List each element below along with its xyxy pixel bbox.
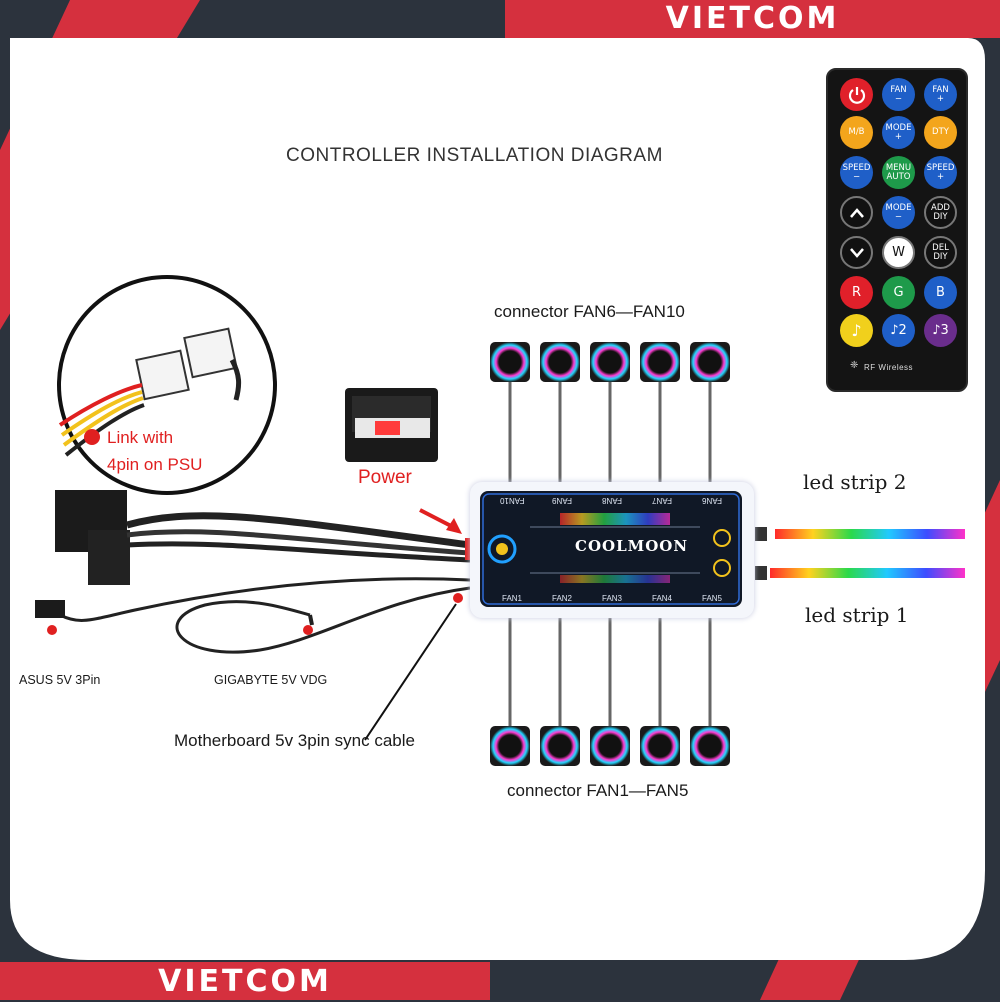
remote-music2-button[interactable]: ♪2 [882, 314, 915, 347]
led-strip-1-label: led strip 1 [805, 603, 909, 627]
ctrl-fan5-label: FAN5 [702, 594, 722, 603]
remote-red-button[interactable]: R [840, 276, 873, 309]
psu-label-line2: 4pin on PSU [107, 455, 202, 475]
ctrl-fan9-label: FAN9 [552, 496, 572, 505]
wireless-icon: ❈ [850, 360, 858, 371]
controller-brand: COOLMOON [575, 537, 688, 555]
connector-fan1-5-label: connector FAN1—FAN5 [507, 781, 688, 801]
chevron-down-icon [849, 247, 865, 259]
remote-music3-button[interactable]: ♪3 [924, 314, 957, 347]
remote-green-button[interactable]: G [882, 276, 915, 309]
ctrl-fan8-label: FAN8 [602, 496, 622, 505]
remote-speed-plus-button[interactable]: SPEED+ [924, 156, 957, 189]
remote-dty-button[interactable]: DTY [924, 116, 957, 149]
ctrl-fan3-label: FAN3 [602, 594, 622, 603]
ctrl-fan10-label: FAN10 [500, 496, 524, 505]
fan-group-bottom [490, 618, 730, 766]
remote-power-button[interactable] [840, 78, 873, 111]
remote-white-button[interactable]: W [882, 236, 915, 269]
ctrl-fan6-label: FAN6 [702, 496, 722, 505]
remote-blue-button[interactable]: B [924, 276, 957, 309]
connector-fan6-10-label: connector FAN6—FAN10 [494, 302, 685, 322]
remote-fan-minus-button[interactable]: FAN− [882, 78, 915, 111]
chevron-up-icon [849, 207, 865, 219]
remote-fan-plus-button[interactable]: FAN+ [924, 78, 957, 111]
power-icon [848, 86, 866, 104]
remote-caption: RF Wireless [864, 363, 913, 372]
motherboard-cable-label: Motherboard 5v 3pin sync cable [174, 731, 415, 751]
ctrl-fan4-label: FAN4 [652, 594, 672, 603]
fan-group-top [490, 342, 730, 482]
remote-mb-button[interactable]: M/B [840, 116, 873, 149]
ctrl-fan2-label: FAN2 [552, 594, 572, 603]
led-strip-2 [755, 527, 965, 541]
remote-speed-minus-button[interactable]: SPEED− [840, 156, 873, 189]
power-label: Power [358, 467, 412, 489]
ctrl-fan1-label: FAN1 [502, 594, 522, 603]
led-strip-2-label: led strip 2 [803, 470, 907, 494]
led-strip-1 [755, 566, 965, 580]
asus-label: ASUS 5V 3Pin [19, 673, 100, 687]
controller-panel: COOLMOON FAN10 FAN9 FAN8 FAN7 FAN6 FAN1 … [480, 491, 742, 607]
gigabyte-label: GIGABYTE 5V VDG [214, 673, 327, 687]
remote-up-button[interactable] [840, 196, 873, 229]
psu-label-line1: Link with [107, 428, 173, 448]
ctrl-fan7-label: FAN7 [652, 496, 672, 505]
remote-mode-plus-button[interactable]: MODE+ [882, 116, 915, 149]
remote-music1-button[interactable]: ♪ [840, 314, 873, 347]
remote-mode-minus-button[interactable]: MODE− [882, 196, 915, 229]
power-inset [345, 388, 438, 462]
controller-hub: COOLMOON FAN10 FAN9 FAN8 FAN7 FAN6 FAN1 … [470, 482, 754, 618]
remote-down-button[interactable] [840, 236, 873, 269]
